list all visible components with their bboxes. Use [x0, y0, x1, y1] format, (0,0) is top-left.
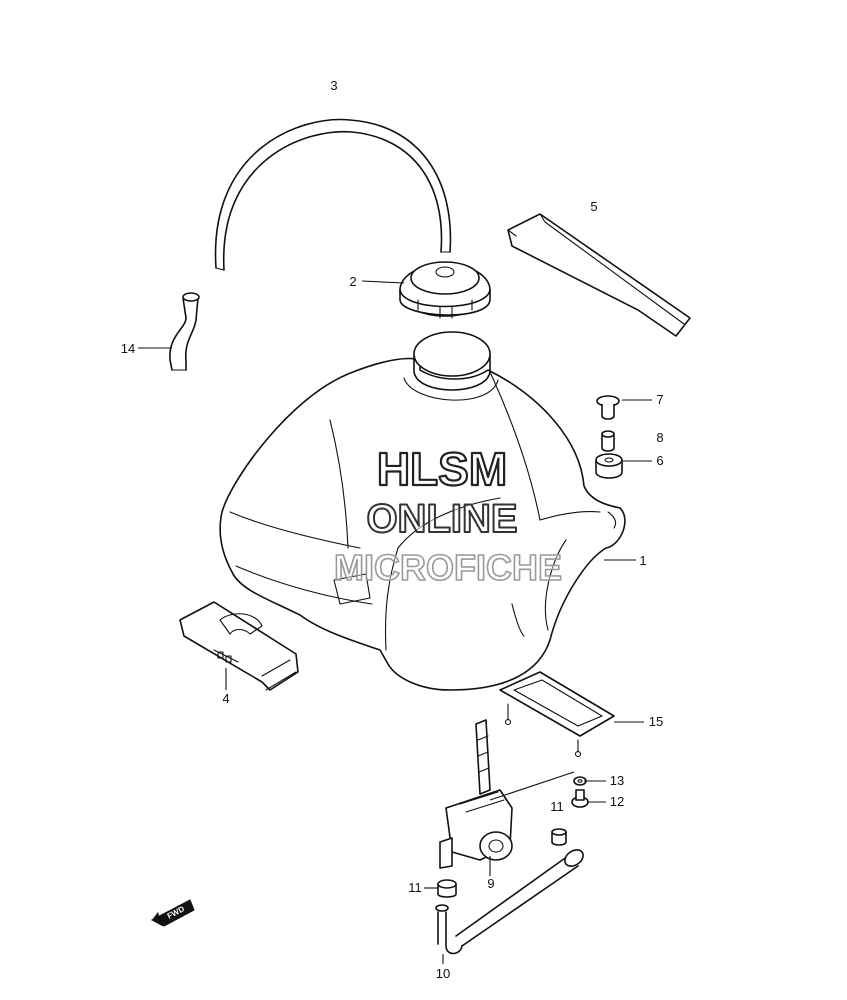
leader-lines	[138, 280, 652, 964]
callout-1: 1	[639, 553, 646, 568]
watermark: HLSM ONLINE MICROFICHE	[333, 442, 563, 589]
callout-4: 4	[222, 691, 229, 706]
callout-3: 3	[330, 78, 337, 93]
watermark-line-1: HLSM	[377, 443, 507, 495]
callout-7: 7	[656, 392, 663, 407]
part-bracket-4	[179, 601, 299, 691]
part-screw-12	[571, 789, 589, 808]
part-small-hose	[169, 292, 200, 371]
part-fuel-cap	[399, 261, 491, 319]
callout-5: 5	[590, 199, 597, 214]
part-breather-hose	[214, 118, 452, 271]
callout-11-upper: 11	[550, 799, 564, 814]
part-fuel-tank	[219, 331, 626, 691]
part-fuel-hose	[435, 849, 584, 955]
callout-13: 13	[610, 773, 624, 788]
part-bracket-15	[499, 671, 615, 758]
watermark-line-2: ONLINE	[366, 497, 517, 541]
callout-9: 9	[487, 876, 494, 891]
callout-11-lower: 11	[408, 880, 422, 895]
part-collar-8	[601, 430, 615, 452]
callout-labels: 3 5 2 14 7 8 6 1 4 15 13 12 11 9 11 10	[121, 78, 664, 981]
callout-14: 14	[121, 341, 135, 356]
watermark-line-3: MICROFICHE	[334, 547, 562, 588]
part-fuel-cock	[439, 719, 513, 869]
callout-15: 15	[649, 714, 663, 729]
part-cushion-6	[595, 453, 623, 479]
fwd-arrow-icon: FWD	[150, 899, 195, 927]
part-bolt-7	[596, 395, 620, 420]
part-clamp-11-upper	[551, 828, 567, 846]
callout-8: 8	[656, 430, 663, 445]
callout-12: 12	[610, 794, 624, 809]
part-tank-pad	[507, 213, 691, 337]
callout-10: 10	[436, 966, 450, 981]
callout-6: 6	[656, 453, 663, 468]
part-clamp-11-lower	[437, 879, 457, 898]
callout-2: 2	[349, 274, 356, 289]
